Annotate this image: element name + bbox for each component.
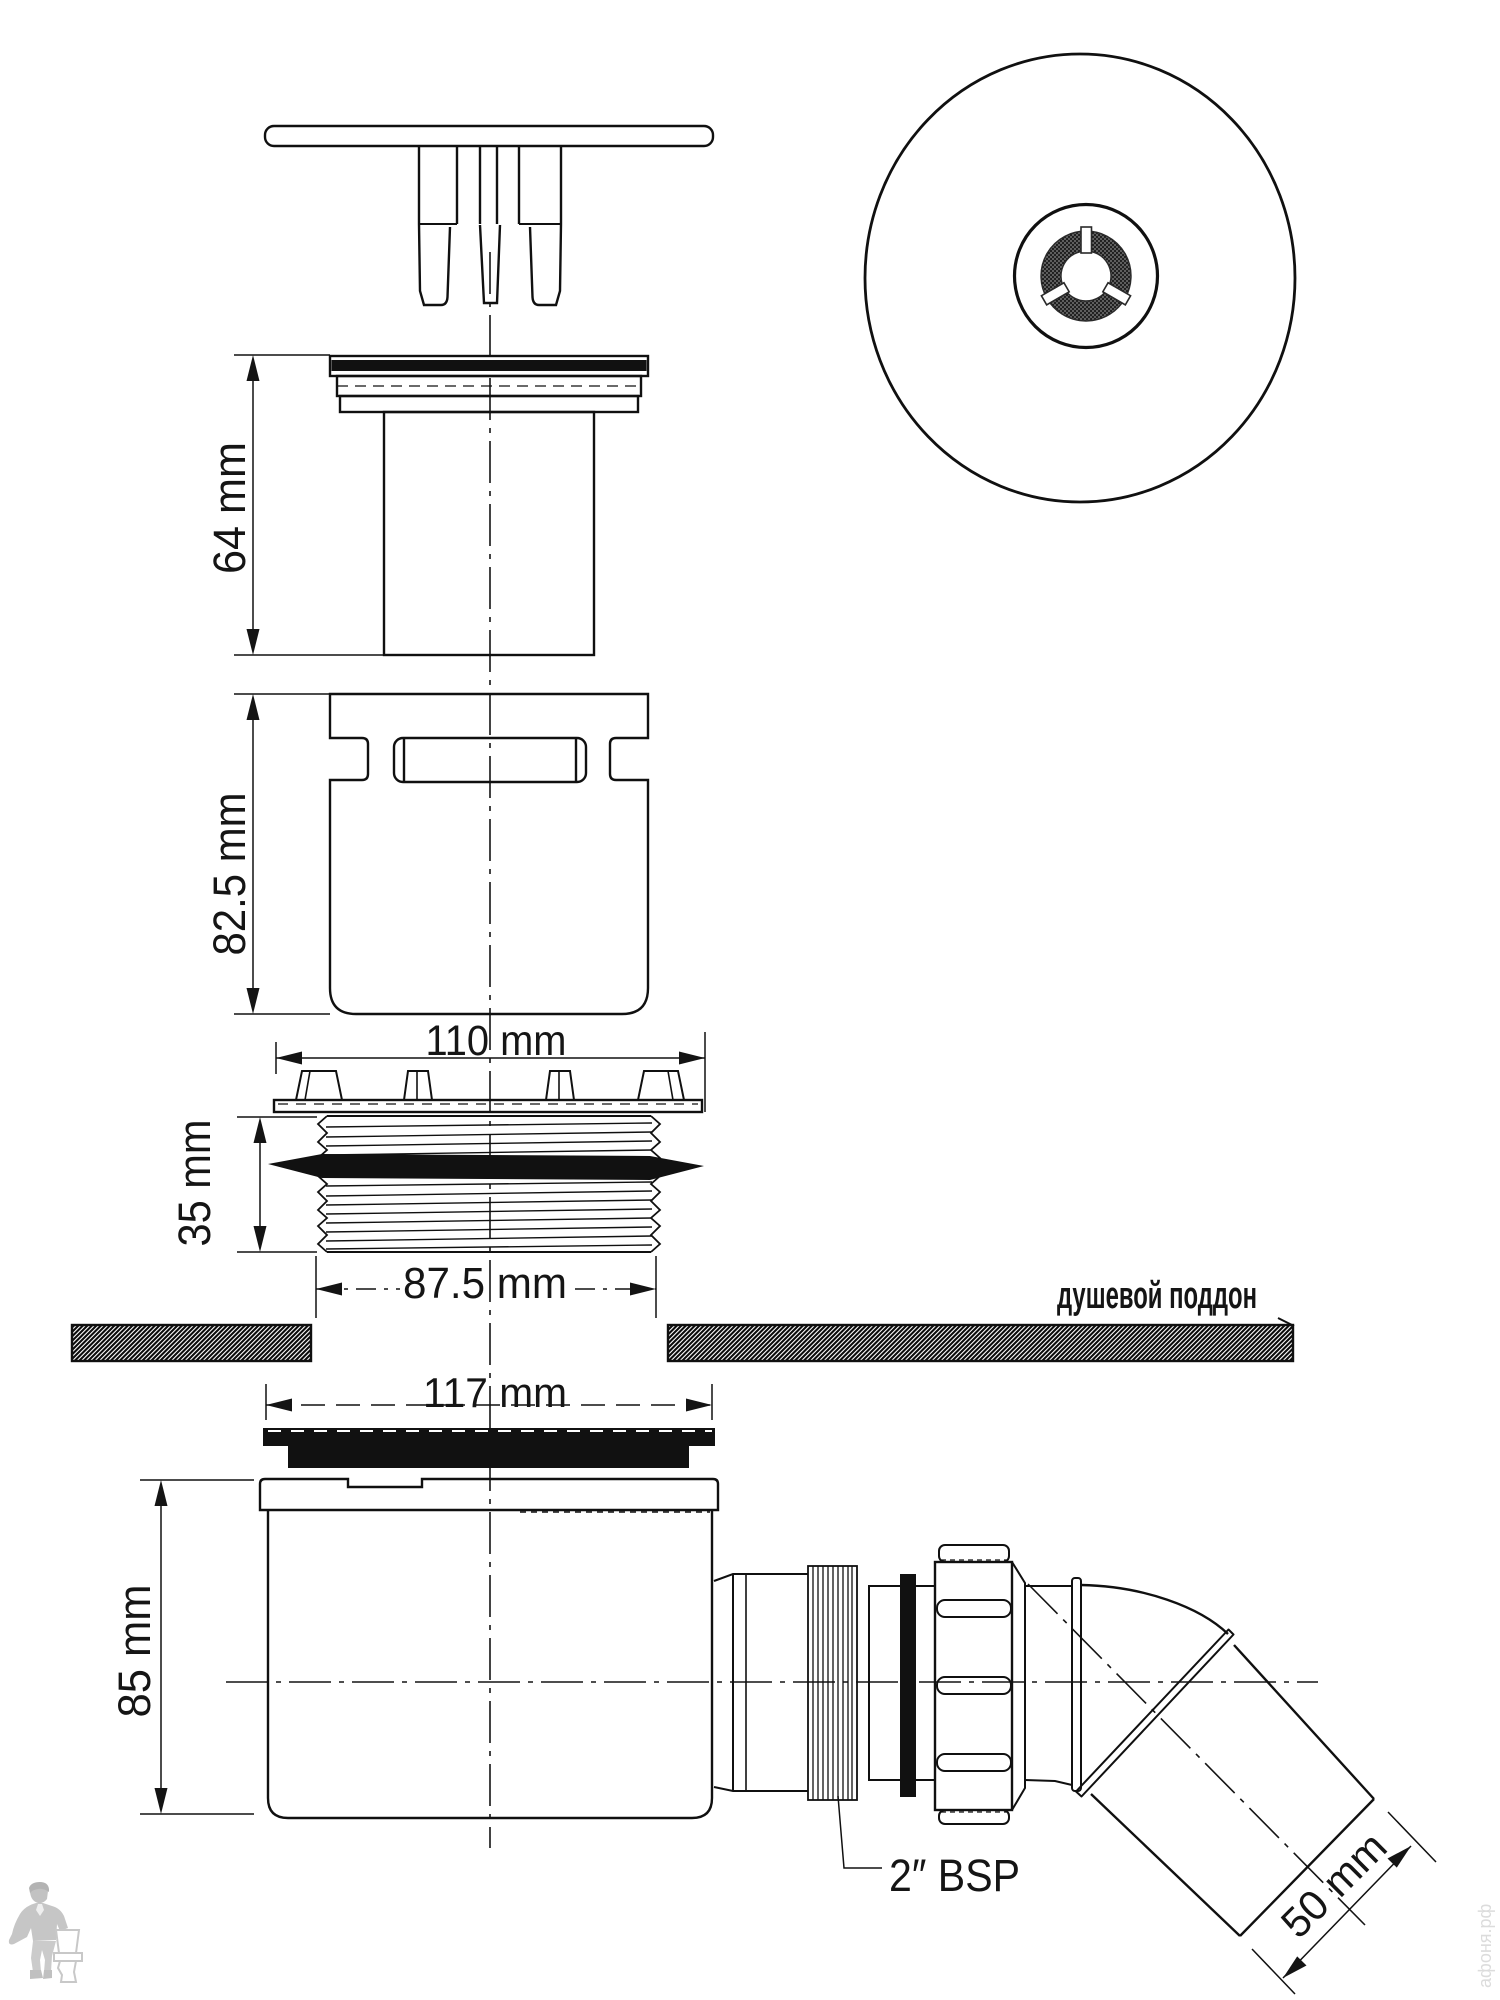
svg-text:87.5 mm: 87.5 mm (403, 1259, 567, 1308)
svg-text:110 mm: 110 mm (426, 1017, 567, 1065)
svg-text:64 mm: 64 mm (204, 442, 255, 574)
svg-text:117 mm: 117 mm (423, 1369, 567, 1416)
svg-text:душевой поддон: душевой поддон (1057, 1275, 1257, 1317)
svg-text:82.5 mm: 82.5 mm (204, 793, 255, 956)
svg-text:85 mm: 85 mm (109, 1585, 160, 1718)
svg-text:афоня.рф: афоня.рф (1475, 1903, 1495, 1988)
svg-text:2″ BSP: 2″ BSP (889, 1850, 1020, 1901)
svg-text:35 mm: 35 mm (169, 1120, 220, 1247)
